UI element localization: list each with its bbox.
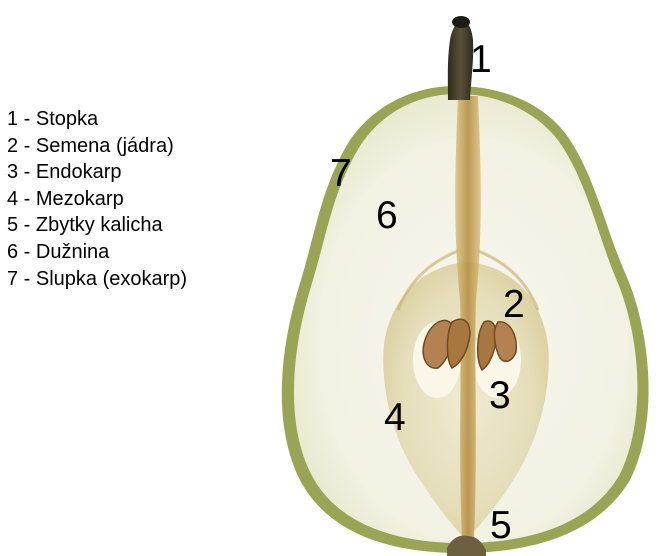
legend-item-stem: 1 - Stopka xyxy=(7,106,187,133)
callout-skin: 7 xyxy=(330,154,352,193)
legend: 1 - Stopka 2 - Semena (jádra) 3 - Endoka… xyxy=(7,106,187,292)
legend-item-skin: 7 - Slupka (exokarp) xyxy=(7,266,187,293)
legend-item-flesh: 6 - Dužnina xyxy=(7,239,187,266)
callout-flesh: 6 xyxy=(376,196,398,235)
legend-item-mesocarp: 4 - Mezokarp xyxy=(7,186,187,213)
callout-stem: 1 xyxy=(470,40,492,79)
callout-mesocarp: 4 xyxy=(384,398,406,437)
callout-calyx-remnants: 5 xyxy=(490,506,512,545)
legend-item-calyx-remnants: 5 - Zbytky kalicha xyxy=(7,212,187,239)
callout-endocarp: 3 xyxy=(489,376,511,415)
legend-item-seeds: 2 - Semena (jádra) xyxy=(7,133,187,160)
legend-item-endocarp: 3 - Endokarp xyxy=(7,159,187,186)
stem-tip xyxy=(452,16,470,28)
callout-seeds: 2 xyxy=(503,285,525,324)
